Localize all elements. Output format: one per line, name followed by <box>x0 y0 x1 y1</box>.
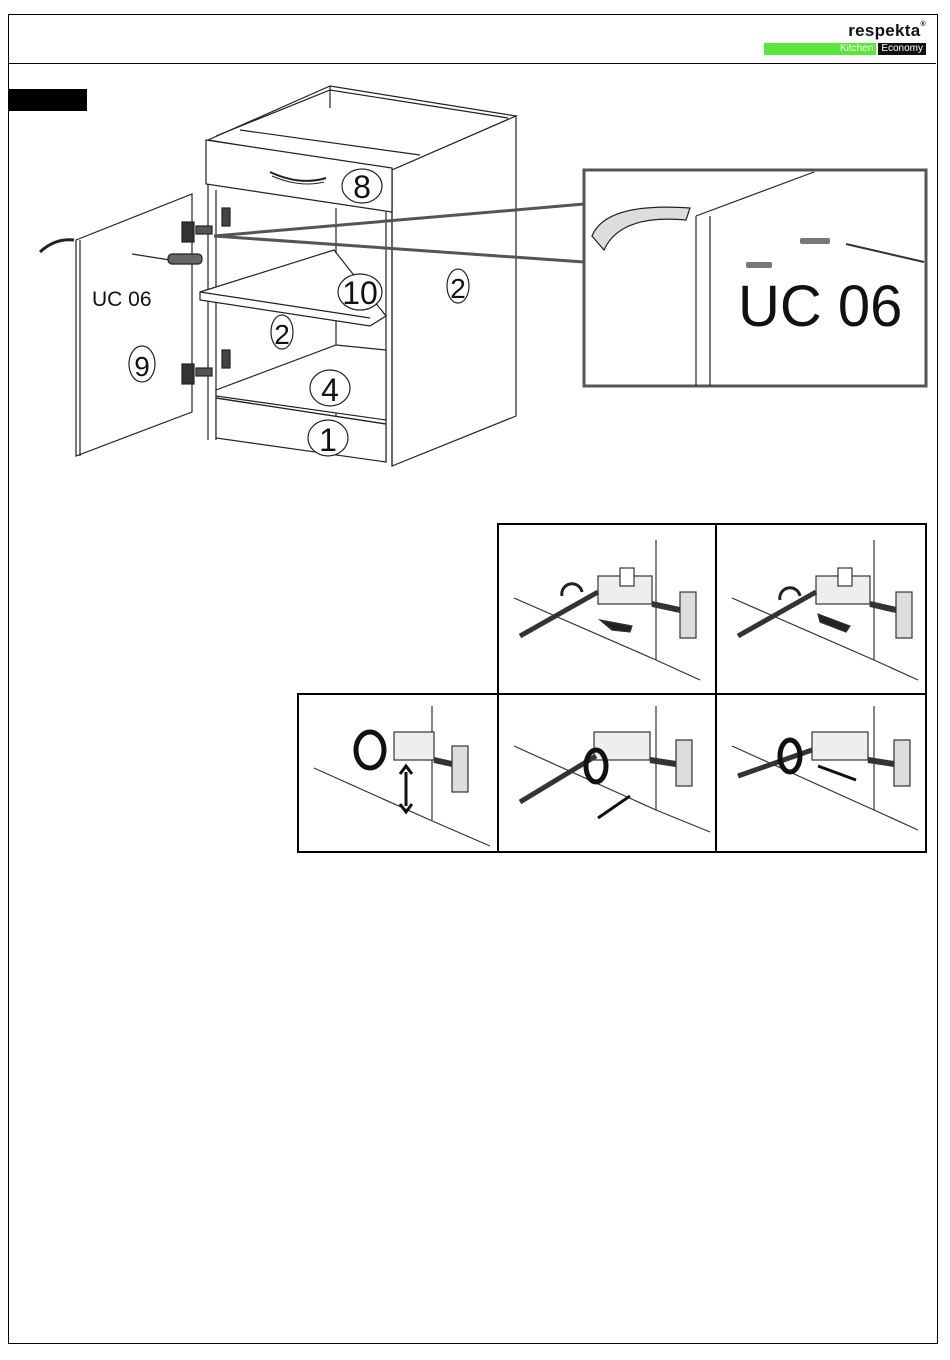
part-number-lower-shelf: 4 <box>321 372 339 408</box>
detail-label: UC 06 <box>738 274 902 339</box>
cabinet-assembly-diagram: 8 10 2 2 4 1 9 UC 06 UC 06 <box>0 0 950 500</box>
hinge-panel-5 <box>732 706 918 830</box>
door-label: UC 06 <box>92 288 152 311</box>
part-number-bottom: 1 <box>319 422 337 458</box>
handle-detail-callout: UC 06 <box>584 170 926 386</box>
hinge-panel-2 <box>732 540 918 680</box>
hinge-adjustment-grid <box>0 510 950 870</box>
part-number-side-right: 2 <box>450 273 466 304</box>
part-number-drawer: 8 <box>353 169 371 205</box>
hinge-panel-3 <box>314 706 490 846</box>
part-number-shelf: 10 <box>342 275 378 311</box>
part-number-side-inner: 2 <box>274 319 290 350</box>
hinge-panel-1 <box>514 540 700 680</box>
part-number-door: 9 <box>134 351 150 382</box>
hinge-panel-4 <box>514 706 710 832</box>
